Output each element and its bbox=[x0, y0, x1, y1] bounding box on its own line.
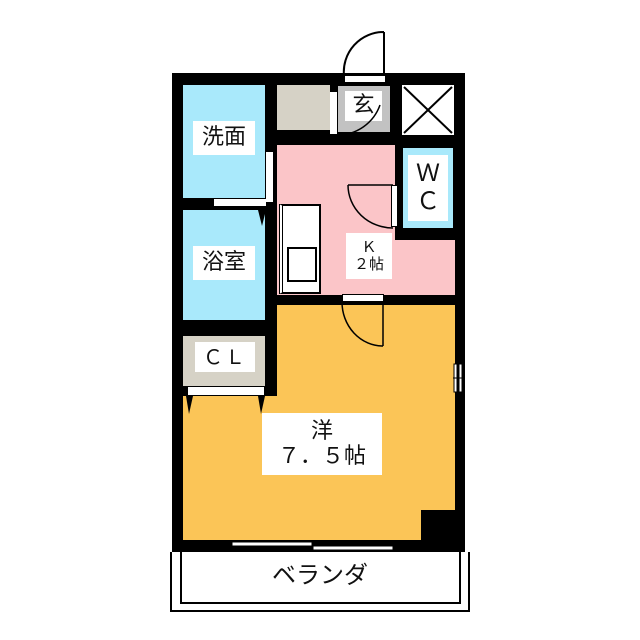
washroom-label: 洗面 bbox=[193, 121, 255, 155]
balcony-inner bbox=[180, 552, 461, 604]
closet-door-marker-left-icon bbox=[186, 396, 193, 414]
toilet-door bbox=[391, 185, 398, 227]
closet-door bbox=[188, 387, 264, 395]
pillar bbox=[421, 510, 465, 542]
toilet-door-swing-icon bbox=[347, 184, 394, 229]
sliding-window-icon bbox=[231, 540, 394, 552]
western-label: 洋 ７．５帖 bbox=[262, 413, 382, 475]
room-kitchen-ext bbox=[390, 240, 455, 295]
kitchen-side-door bbox=[266, 152, 273, 202]
entrance-label: 玄 bbox=[345, 91, 382, 121]
western-door-swing-icon bbox=[341, 301, 384, 347]
closet-door-marker-right-icon bbox=[258, 396, 265, 414]
storage-door bbox=[330, 92, 337, 134]
shaft-cross-icon bbox=[403, 86, 453, 134]
closet-label: ＣＬ bbox=[195, 342, 255, 372]
bathroom-label: 浴室 bbox=[193, 246, 255, 280]
bath-door-marker-icon bbox=[258, 210, 266, 226]
entrance-door-swing-icon bbox=[342, 30, 385, 77]
entrance-door-opening bbox=[344, 75, 386, 83]
sink-icon bbox=[287, 247, 317, 282]
entrance-inner-swing-icon bbox=[337, 104, 381, 136]
toilet-label: Ｗ Ｃ bbox=[408, 155, 448, 221]
kitchen-label: Ｋ ２帖 bbox=[346, 233, 392, 279]
balcony-label: ベランダ bbox=[272, 561, 368, 590]
western-door-opening bbox=[342, 294, 384, 302]
side-window-icon bbox=[453, 363, 465, 393]
room-storage bbox=[277, 85, 330, 130]
washroom-door bbox=[214, 199, 266, 206]
